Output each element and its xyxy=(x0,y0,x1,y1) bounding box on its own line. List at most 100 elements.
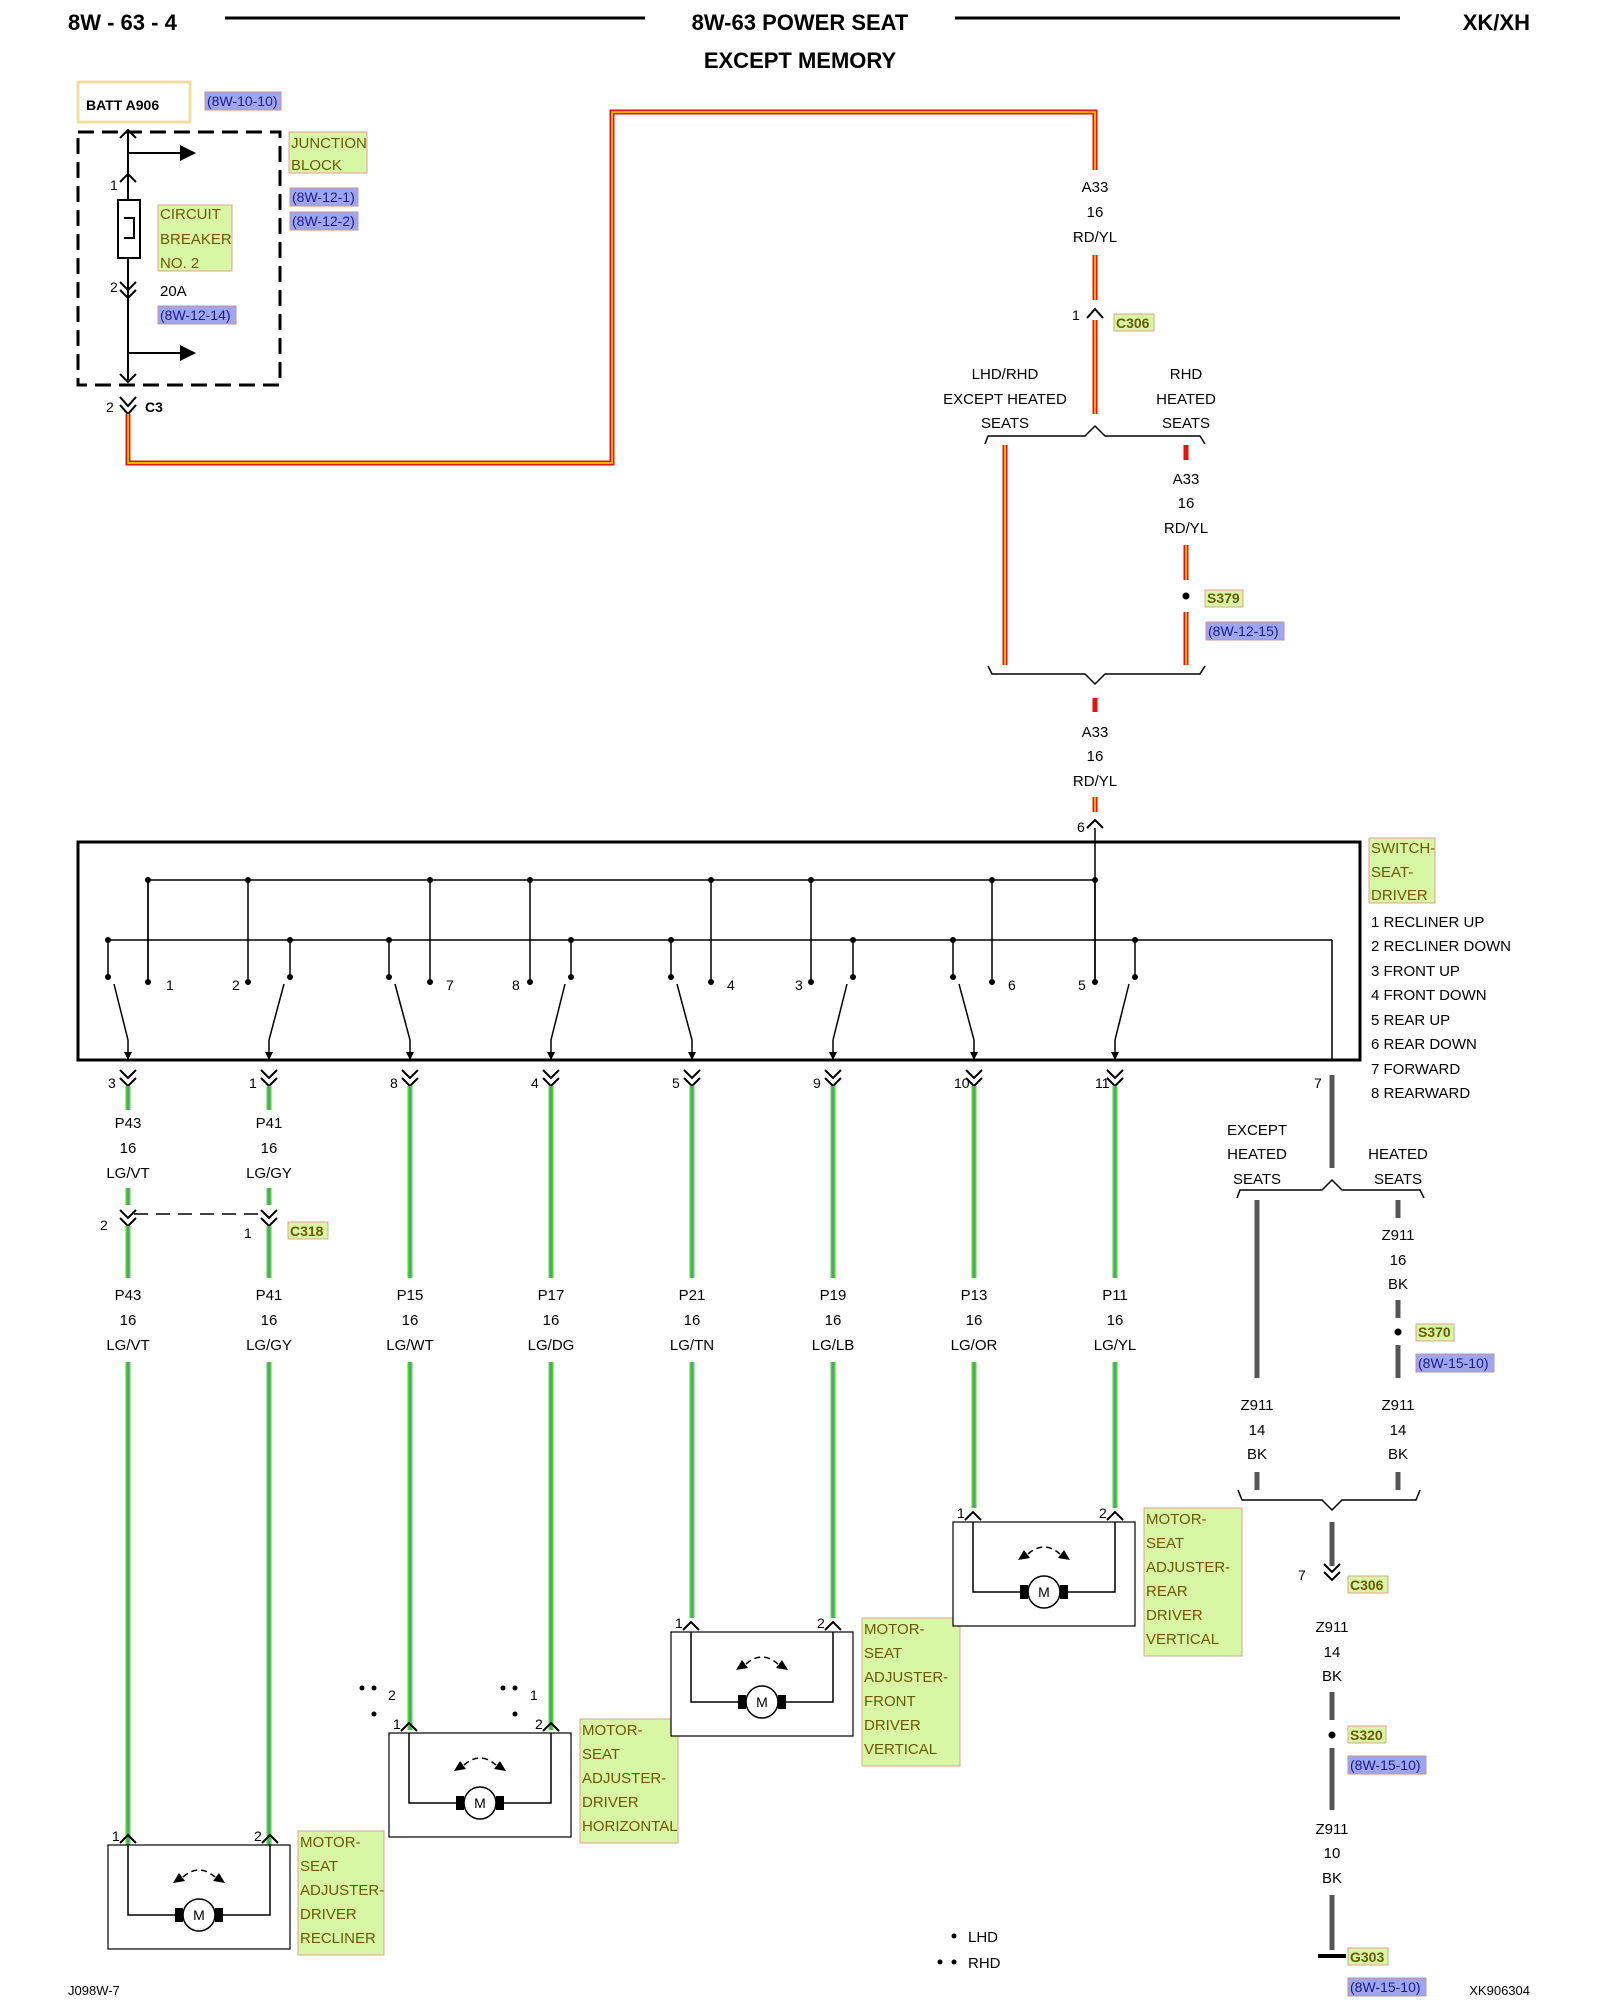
switch-contact-3: 7 xyxy=(386,877,454,1060)
wire-a33-upper-circuit: A33 xyxy=(1082,179,1109,196)
motor-1-name-5: RECLINER xyxy=(300,1930,376,1947)
motor-icon xyxy=(1027,1575,1061,1609)
wire-lower-circuit-3: P15 xyxy=(397,1287,424,1304)
c318-label: C318 xyxy=(290,1223,324,1239)
legend-lhd: LHD xyxy=(968,1929,998,1946)
ground-branch-right-2: SEATS xyxy=(1374,1171,1422,1188)
s370-splice-dot xyxy=(1394,1328,1402,1336)
switch-contact-label-4: 8 xyxy=(512,977,520,993)
wire-lower-circuit-4: P17 xyxy=(538,1287,565,1304)
g303-label: G303 xyxy=(1350,1949,1384,1965)
motor-4-name-3: ADJUSTER- xyxy=(1146,1559,1230,1576)
switch-pin-7: 7 xyxy=(1314,1075,1322,1091)
s370-ref[interactable]: (8W-15-10) xyxy=(1418,1355,1489,1371)
motor-4-pin-1: 1 xyxy=(957,1505,965,1521)
switch-function-8: 8 REARWARD xyxy=(1371,1085,1470,1102)
c306-top-label: C306 xyxy=(1116,315,1150,331)
breaker-label-2: BREAKER xyxy=(160,231,232,248)
wire-a33-lower-color: RD/YL xyxy=(1073,773,1117,790)
batt-ref[interactable]: (8W-10-10) xyxy=(207,93,278,109)
breaker-label-1: CIRCUIT xyxy=(160,206,221,223)
motor-2-name-3: ADJUSTER- xyxy=(582,1770,666,1787)
switch-function-5: 5 REAR UP xyxy=(1371,1012,1450,1029)
wire-lower-color-4: LG/DG xyxy=(528,1337,575,1354)
wire-a33-upper-color: RD/YL xyxy=(1073,229,1117,246)
s379-label: S379 xyxy=(1207,590,1240,606)
switch-box xyxy=(76,840,1362,1062)
c318-pin-2: 2 xyxy=(100,1217,108,1233)
feed-branch-right-1: RHD xyxy=(1170,366,1203,383)
wire-z911-14m-gauge: 14 xyxy=(1324,1644,1341,1661)
switch-contact-6: 3 xyxy=(795,877,856,1060)
wire-lower-color-2: LG/GY xyxy=(246,1337,292,1354)
g303-ref[interactable]: (8W-15-10) xyxy=(1350,1979,1421,1995)
motor-1-name-2: SEAT xyxy=(300,1858,338,1875)
c318-pin-1: 1 xyxy=(244,1225,252,1241)
motor-3-name-3: ADJUSTER- xyxy=(864,1669,948,1686)
breaker-ref[interactable]: (8W-12-14) xyxy=(160,307,231,323)
wire-lower-circuit-8: P11 xyxy=(1102,1287,1128,1304)
junction-ref-2[interactable]: (8W-12-2) xyxy=(292,213,355,229)
wire-upper-color-2: LG/GY xyxy=(246,1165,292,1182)
wire-upper-gauge-2: 16 xyxy=(261,1140,278,1157)
switch-pin-6: 6 xyxy=(1077,819,1085,835)
wire-z911-14l-color: BK xyxy=(1247,1446,1267,1463)
horiz-rhd-pin-b: 1 xyxy=(530,1687,538,1703)
wire-lower-color-3: LG/WT xyxy=(386,1337,434,1354)
switch-output-pin-2: 1 xyxy=(249,1075,257,1091)
horiz-rhd-pin-a: 2 xyxy=(388,1687,396,1703)
wire-z911-16-gauge: 16 xyxy=(1390,1252,1407,1269)
motor-icon xyxy=(463,1786,497,1820)
motor-icon xyxy=(745,1685,779,1719)
wire-lower-color-1: LG/VT xyxy=(106,1337,149,1354)
wire-lower-color-8: LG/YL xyxy=(1094,1337,1137,1354)
s320-ref[interactable]: (8W-15-10) xyxy=(1350,1757,1421,1773)
switch-contact-label-7: 6 xyxy=(1008,977,1016,993)
switch-function-6: 6 REAR DOWN xyxy=(1371,1036,1477,1053)
motor-4-name-5: DRIVER xyxy=(1146,1607,1203,1624)
ground-branch-left-1: EXCEPT xyxy=(1227,1122,1287,1139)
switch-contact-label-3: 7 xyxy=(446,977,454,993)
motor-1-pin-2: 2 xyxy=(254,1828,262,1844)
rhd-dot-icon xyxy=(951,1959,957,1965)
switch-output-pin-1: 3 xyxy=(108,1075,116,1091)
motor-1-name-3: ADJUSTER- xyxy=(300,1882,384,1899)
wire-z911-10-circuit: Z911 xyxy=(1315,1821,1348,1838)
switch-name-2: SEAT- xyxy=(1371,864,1413,881)
wire-lower-circuit-7: P13 xyxy=(961,1287,988,1304)
wire-z911-16-circuit: Z911 xyxy=(1381,1227,1414,1244)
motor-2-name-4: DRIVER xyxy=(582,1794,639,1811)
wire-upper-circuit-2: P41 xyxy=(256,1115,283,1132)
rotation-arrow-icon xyxy=(463,1757,497,1766)
wire-lower-color-6: LG/LB xyxy=(812,1337,855,1354)
switch-contact-2: 2 xyxy=(232,877,293,1060)
wire-lower-gauge-7: 16 xyxy=(966,1312,983,1329)
motor-3-name-1: MOTOR- xyxy=(864,1621,925,1638)
feed-branch-left-3: SEATS xyxy=(981,415,1029,432)
batt-label: BATT A906 xyxy=(86,97,159,113)
rotation-arrow-icon xyxy=(182,1869,216,1878)
motor-4-name-2: SEAT xyxy=(1146,1535,1184,1552)
s379-ref[interactable]: (8W-12-15) xyxy=(1208,623,1279,639)
motor-3-pin-1: 1 xyxy=(675,1615,683,1631)
motor-1-name-1: MOTOR- xyxy=(300,1834,361,1851)
s370-label: S370 xyxy=(1418,1324,1451,1340)
motor-3-name-5: DRIVER xyxy=(864,1717,921,1734)
motor-1-name-4: DRIVER xyxy=(300,1906,357,1923)
wire-z911-14l-circuit: Z911 xyxy=(1240,1397,1273,1414)
wire-lower-gauge-5: 16 xyxy=(684,1312,701,1329)
junction-label-1: JUNCTION xyxy=(291,135,367,152)
motor-3-name-2: SEAT xyxy=(864,1645,902,1662)
wire-lower-circuit-6: P19 xyxy=(820,1287,847,1304)
motor-4-name-1: MOTOR- xyxy=(1146,1511,1207,1528)
ground-branch-right-1: HEATED xyxy=(1368,1146,1428,1163)
junction-ref-1[interactable]: (8W-12-1) xyxy=(292,189,355,205)
switch-output-pin-8: 11 xyxy=(1095,1075,1110,1091)
switch-contact-7: 6 xyxy=(950,877,1016,1060)
wire-z911-10-gauge: 10 xyxy=(1324,1845,1341,1862)
s379-splice-dot xyxy=(1182,592,1190,600)
switch-contact-label-5: 4 xyxy=(727,977,735,993)
wire-lower-gauge-3: 16 xyxy=(402,1312,419,1329)
page-ref: 8W - 63 - 4 xyxy=(68,10,178,35)
